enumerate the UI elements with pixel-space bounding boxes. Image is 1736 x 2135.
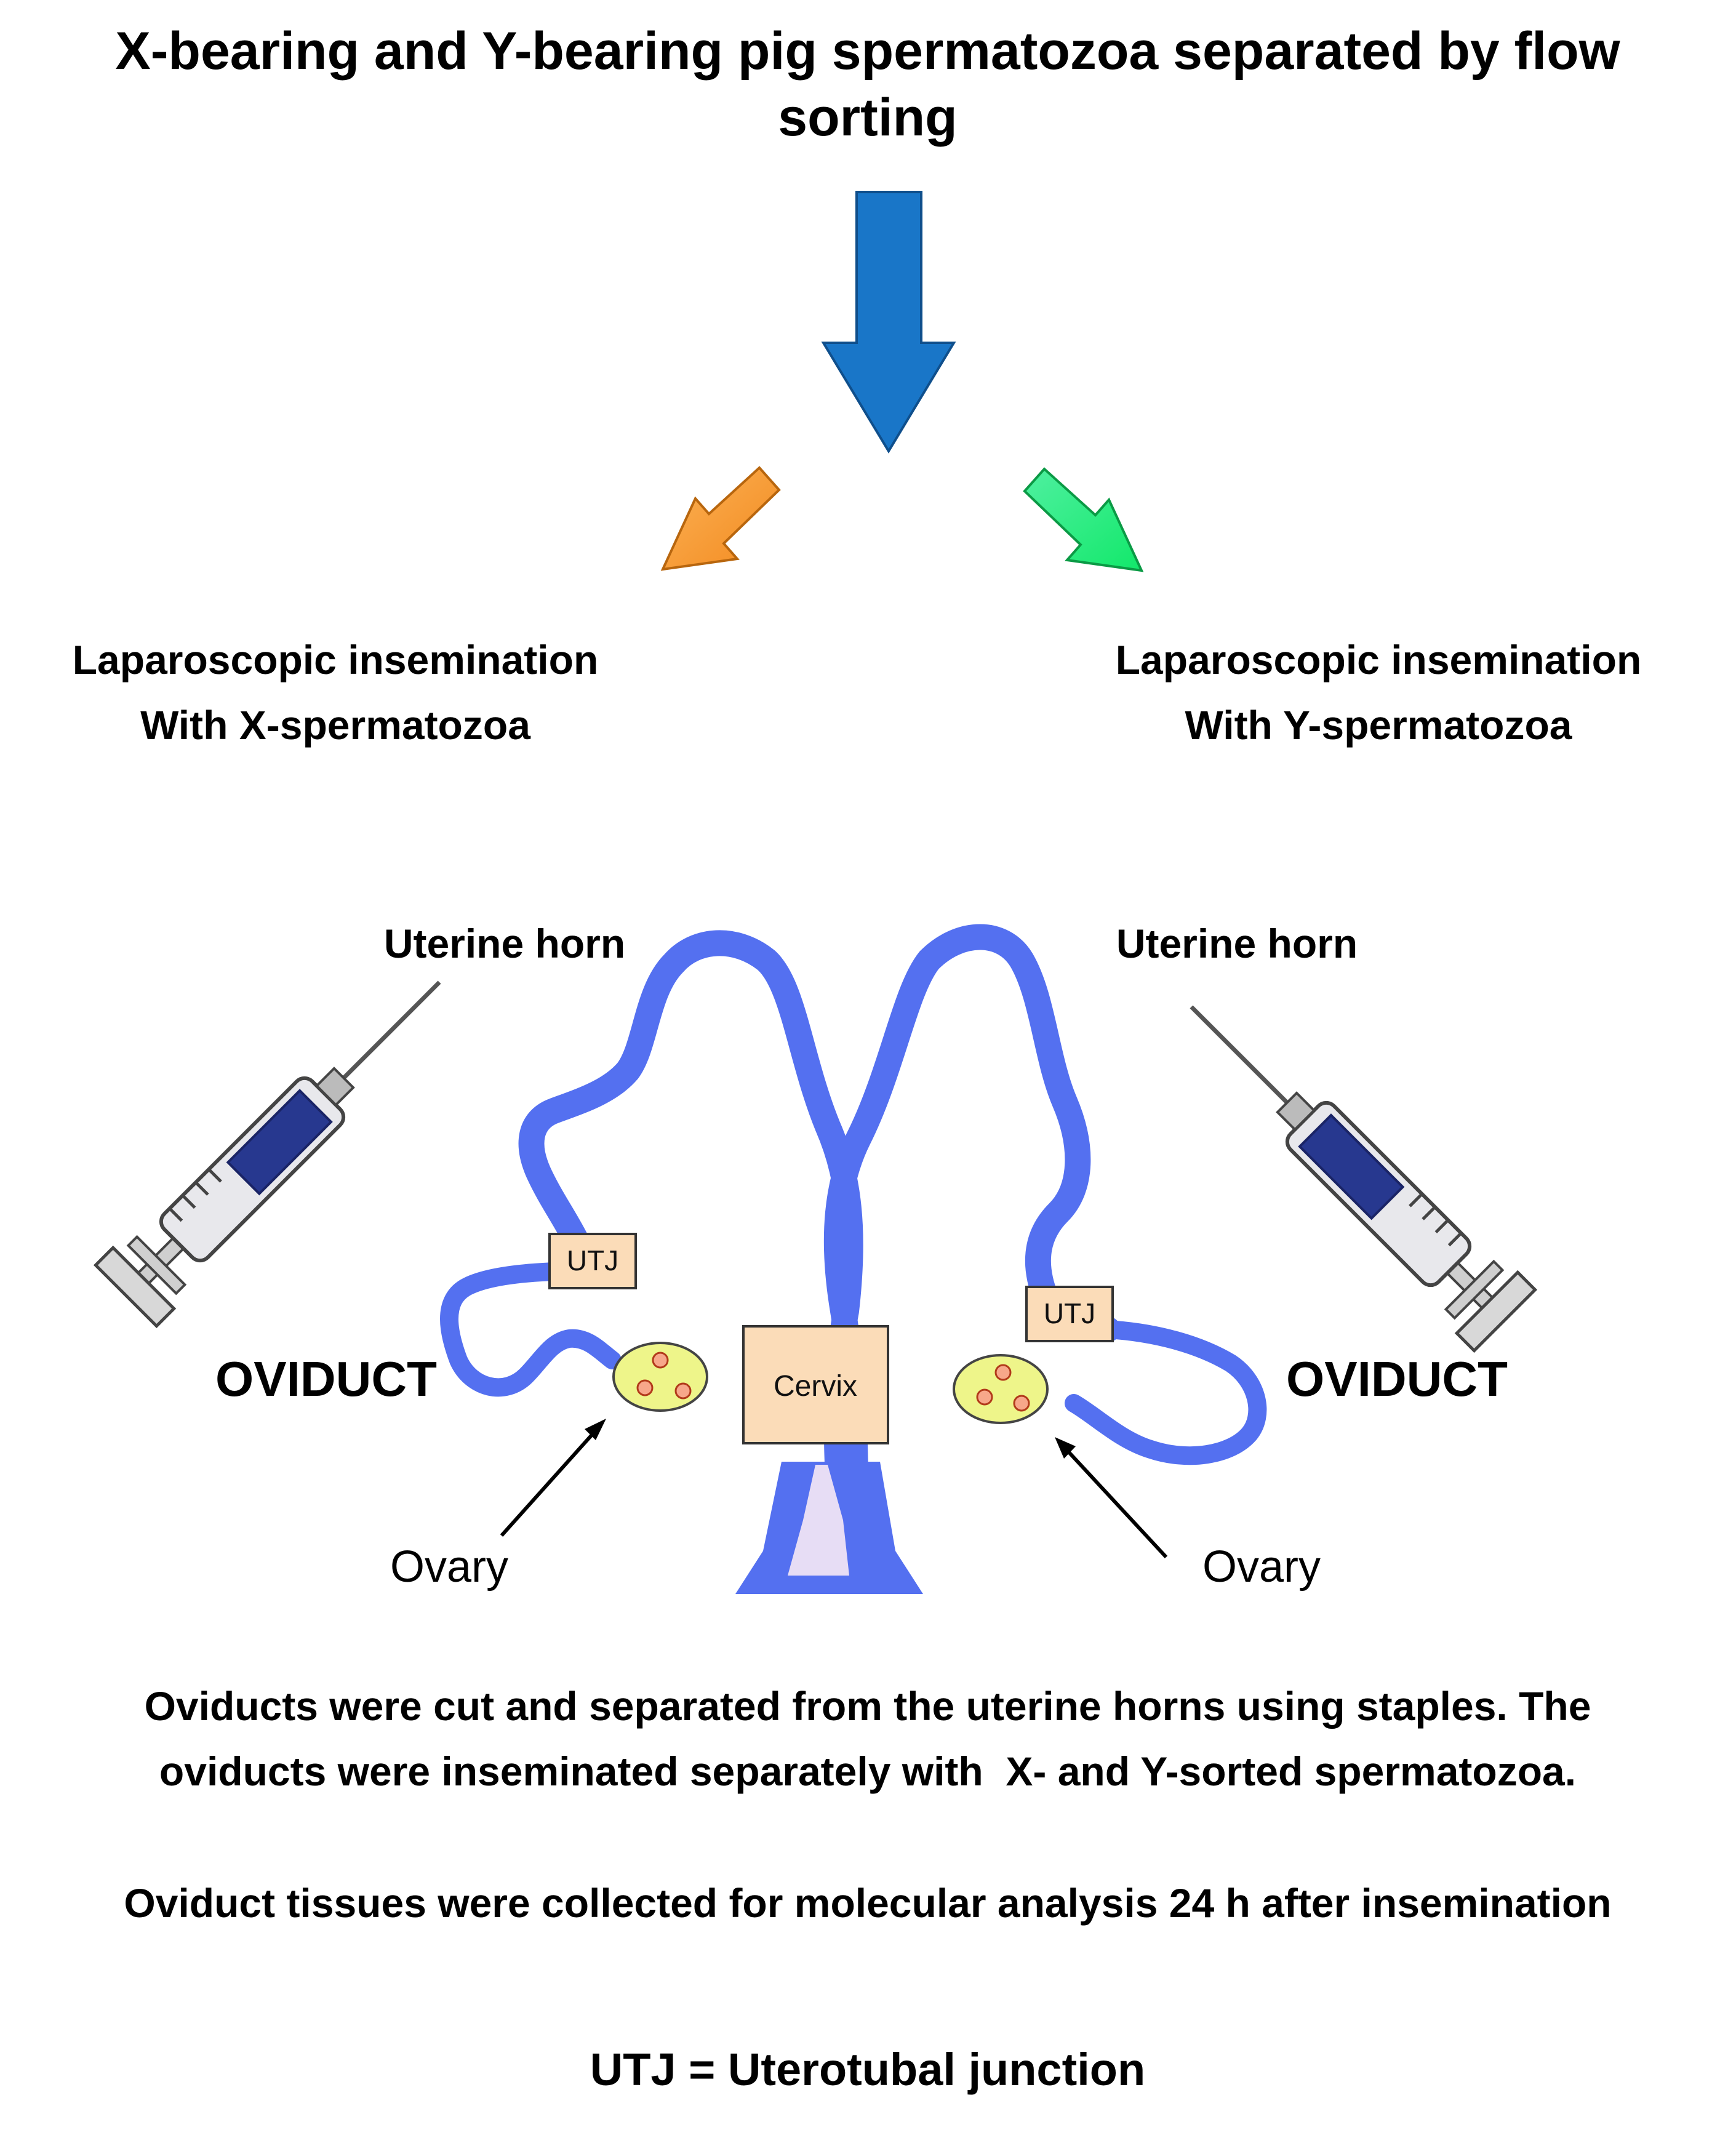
branch-right-line1: Laparoscopic insemination <box>1115 637 1642 683</box>
ovary-left <box>612 1342 708 1412</box>
branch-right-label: Laparoscopic insemination With Y-spermat… <box>1058 628 1698 758</box>
left-oviduct-tube <box>440 1262 622 1397</box>
utj-right-label: UTJ <box>1044 1297 1095 1329</box>
ovary-left-label: Ovary <box>390 1542 509 1592</box>
down-arrow-icon <box>821 191 956 454</box>
procedure-paragraph: Oviducts were cut and separated from the… <box>12 1674 1723 1804</box>
syringe-icon <box>1190 1005 1538 1353</box>
branch-left-label: Laparoscopic insemination With X-spermat… <box>12 628 658 758</box>
right-oviduct-tube <box>1065 1320 1267 1465</box>
left-down-arrow-icon <box>660 466 781 571</box>
cervix-label: Cervix <box>774 1370 857 1403</box>
uterine-horn-left-label: Uterine horn <box>383 921 626 966</box>
cervix-box: Cervix <box>742 1325 889 1444</box>
syringe-icon <box>93 980 441 1329</box>
right-down-arrow-icon <box>1023 467 1144 572</box>
ovary-right-label: Ovary <box>1202 1542 1321 1592</box>
ovary-right <box>953 1354 1049 1424</box>
right-uterine-horn <box>823 924 1121 1592</box>
oviduct-left-label: OVIDUCT <box>215 1352 437 1406</box>
collection-paragraph: Oviduct tissues were collected for molec… <box>124 1880 1612 1926</box>
diagram-title: X-bearing and Y-bearing pig spermatozoa … <box>115 22 1620 147</box>
procedure-line-2: oviducts were inseminated separately wit… <box>159 1748 1577 1794</box>
uterine-horn-right-label: Uterine horn <box>1116 921 1358 966</box>
cervix-canal-highlight <box>788 1465 849 1576</box>
utj-box-right: UTJ <box>1025 1286 1114 1342</box>
abbreviation-note: UTJ = Uterotubal junction <box>590 2044 1146 2095</box>
branch-right-line2: With Y-spermatozoa <box>1185 702 1572 748</box>
ovary-right-pointer <box>1055 1437 1168 1559</box>
branch-left-line2: With X-spermatozoa <box>140 702 530 748</box>
branch-left-line1: Laparoscopic insemination <box>72 637 599 683</box>
utj-left-label: UTJ <box>567 1244 618 1276</box>
procedure-line-1: Oviducts were cut and separated from the… <box>144 1683 1591 1729</box>
oviduct-right-label: OVIDUCT <box>1286 1352 1508 1406</box>
utj-box-left: UTJ <box>548 1233 637 1289</box>
ovary-left-pointer <box>500 1419 606 1537</box>
